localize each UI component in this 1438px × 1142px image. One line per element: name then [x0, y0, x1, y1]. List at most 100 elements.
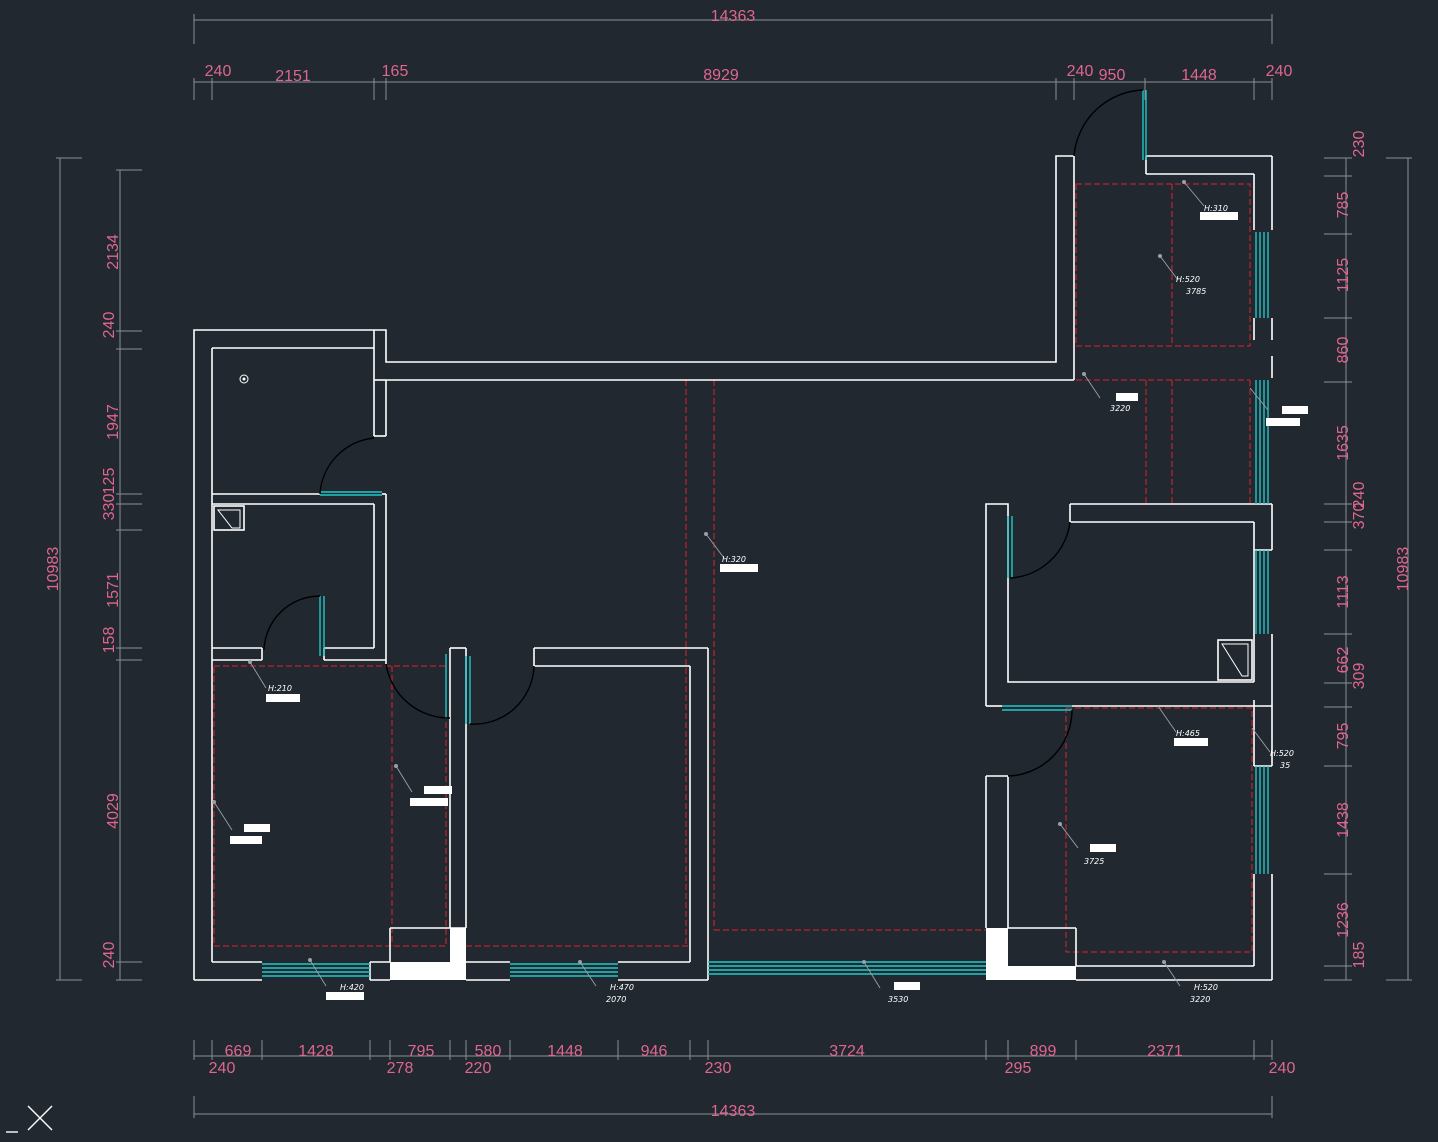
dim-bottom-9: 2371: [1147, 1043, 1183, 1060]
dimension-labels: 14363 240 2151 165 8929 240 950 1448 240…: [45, 8, 1412, 1120]
dim-bottom-5: 1448: [547, 1043, 583, 1060]
dim-top-6: 950: [1099, 67, 1126, 84]
dim-left-5: 330: [101, 494, 118, 521]
svg-text:3220: 3220: [1110, 404, 1130, 413]
door-swing-top-entrance: [1073, 89, 1144, 157]
walls: [193, 155, 1273, 981]
dim-right-12: 1438: [1335, 802, 1352, 838]
dimension-lines: [56, 14, 1412, 1118]
tag-11: 3725: [1058, 822, 1116, 866]
svg-text:2070: 2070: [606, 995, 626, 1004]
ceiling-fixture-icon: [239, 374, 249, 384]
ucs-cross-icon: [6, 1105, 53, 1133]
dim-bottom-6: 946: [641, 1043, 668, 1060]
svg-text:3785: 3785: [1186, 287, 1206, 296]
shower-icon: [1221, 643, 1249, 677]
dim-bottom-3: 795: [408, 1043, 435, 1060]
tag-12: H:420: [308, 958, 364, 1000]
dim-right-11: 795: [1335, 723, 1352, 750]
tag-15: H:520 3220: [1162, 960, 1218, 1004]
dim-left-7: 158: [101, 627, 118, 654]
tag-8: [212, 800, 270, 844]
svg-text:H:465: H:465: [1176, 729, 1200, 738]
door-swing-storage: [319, 437, 375, 495]
dim-right-total: 10983: [1395, 547, 1412, 592]
dim-bottom-total: 14363: [711, 1103, 756, 1120]
tag-2: H:520 3785: [1158, 254, 1206, 296]
solid-wall-blocks: [390, 928, 1076, 980]
dim-bottom-2: 1428: [298, 1043, 334, 1060]
dim-left-2: 240: [101, 312, 118, 339]
svg-text:H:520: H:520: [1270, 749, 1294, 758]
door-swings: [263, 89, 1144, 777]
dim-bottom-1: 669: [225, 1043, 252, 1060]
dim-right-6: 240: [1351, 482, 1368, 509]
svg-text:H:520: H:520: [1194, 983, 1218, 992]
dim-left-9: 240: [101, 942, 118, 969]
dim-top-3: 165: [382, 63, 409, 80]
dim-bottom-r2-1: 240: [209, 1060, 236, 1077]
tag-3: 3220: [1082, 372, 1138, 413]
light-tags: H:310 H:520 3785 3220 H:320: [212, 180, 1308, 1004]
toilet-icon: [216, 509, 241, 529]
dim-right-14: 185: [1351, 942, 1368, 969]
dim-left-3: 1947: [105, 404, 122, 440]
windows: [262, 90, 1269, 977]
dim-bottom-7: 3724: [829, 1043, 865, 1060]
dim-top-4: 8929: [703, 67, 739, 84]
dim-right-9: 662: [1335, 647, 1352, 674]
dim-bottom-r2-3: 220: [465, 1060, 492, 1077]
svg-text:H:210: H:210: [268, 684, 292, 693]
dim-top-5: 240: [1067, 63, 1094, 80]
dim-right-2: 785: [1335, 192, 1352, 219]
tag-5: H:320: [704, 532, 758, 572]
dim-left-1: 2134: [105, 234, 122, 270]
dim-left-total: 10983: [45, 547, 62, 592]
dim-top-1: 240: [205, 63, 232, 80]
svg-text:H:310: H:310: [1204, 204, 1228, 213]
dim-right-13: 1236: [1335, 902, 1352, 938]
tag-14: 3530: [862, 960, 920, 1004]
dim-right-3: 1125: [1335, 258, 1352, 293]
svg-text:3530: 3530: [888, 995, 908, 1004]
dim-left-4: 125: [101, 468, 118, 495]
svg-text:H:420: H:420: [340, 983, 364, 992]
door-swing-bath-right: [1009, 521, 1071, 579]
dim-bottom-8: 899: [1030, 1043, 1057, 1060]
dim-right-8: 1113: [1335, 575, 1352, 608]
tag-13: H:470 2070: [578, 960, 634, 1004]
ceiling-lines: [213, 183, 1253, 953]
door-swing-bedroom-left: [385, 663, 451, 719]
svg-text:H:520: H:520: [1176, 275, 1200, 284]
dim-left-8: 4029: [105, 793, 122, 829]
svg-text:3725: 3725: [1084, 857, 1104, 866]
dim-top-8: 240: [1266, 63, 1293, 80]
tag-4: [1249, 387, 1308, 426]
dim-right-1: 230: [1351, 131, 1368, 158]
dim-right-5: 1635: [1335, 425, 1352, 461]
tag-1: H:310: [1182, 180, 1238, 220]
tag-7: [394, 764, 452, 806]
tag-10: H:520 35: [1251, 727, 1294, 770]
door-swing-bath-left: [263, 595, 321, 651]
dim-left-6: 1571: [105, 572, 122, 608]
dim-bottom-r2-6: 240: [1269, 1060, 1296, 1077]
door-swing-bedroom-right: [1007, 709, 1073, 777]
dim-bottom-r2-5: 295: [1005, 1060, 1032, 1077]
svg-text:35: 35: [1280, 761, 1290, 770]
dim-right-7: 370: [1351, 503, 1368, 530]
dim-top-2: 2151: [275, 68, 311, 85]
dim-right-4: 860: [1335, 337, 1352, 364]
dim-bottom-4: 580: [475, 1043, 502, 1060]
dim-bottom-r2-2: 278: [387, 1060, 414, 1077]
svg-text:H:470: H:470: [610, 983, 634, 992]
tag-9: H:465: [1157, 705, 1208, 746]
dim-top-total: 14363: [711, 8, 756, 25]
dim-right-10: 309: [1351, 663, 1368, 690]
svg-text:3220: 3220: [1190, 995, 1210, 1004]
door-swing-bedroom-middle: [469, 665, 535, 725]
svg-text:H:320: H:320: [722, 555, 746, 564]
dim-bottom-r2-4: 230: [705, 1060, 732, 1077]
dim-top-7: 1448: [1181, 67, 1217, 84]
